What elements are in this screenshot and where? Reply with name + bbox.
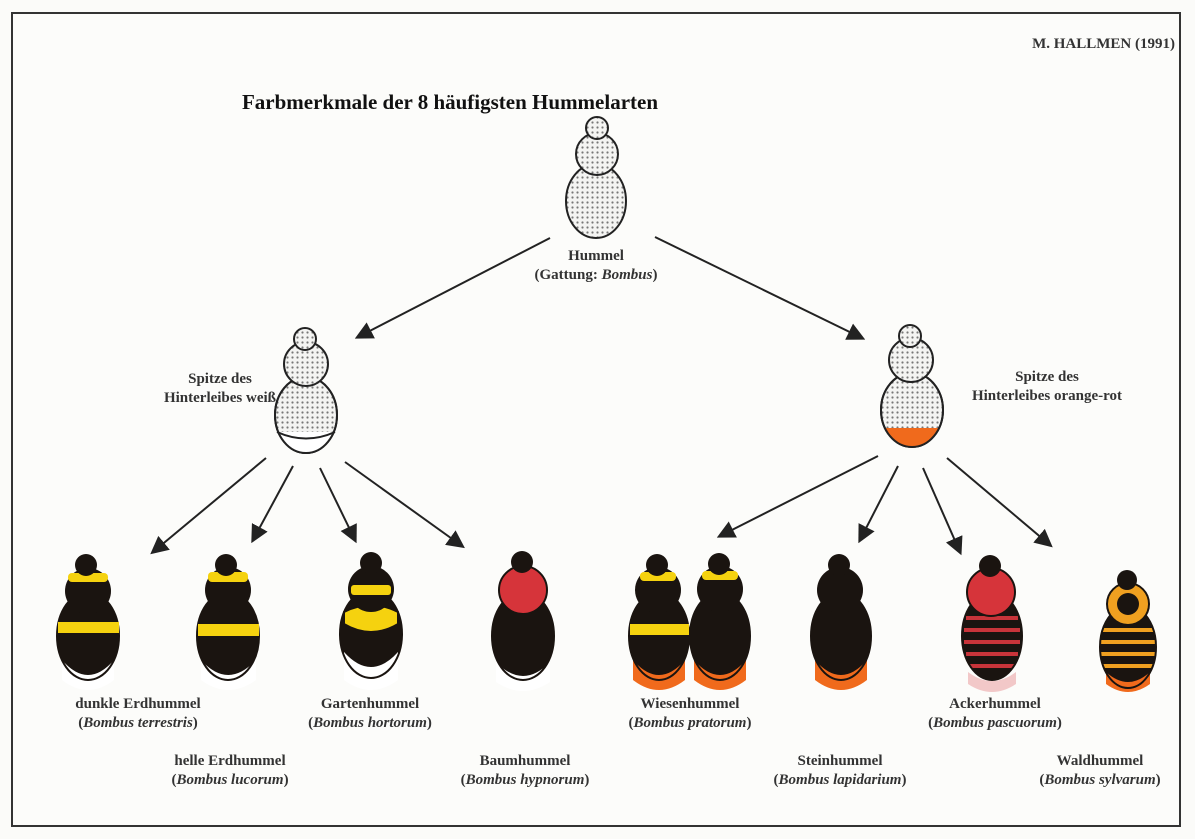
bee-pratorum-1	[629, 554, 689, 690]
arrow-left-4	[345, 462, 462, 546]
species-label-hortorum: Gartenhummel (Bombus hortorum)	[270, 695, 470, 733]
bee-sylvarum	[1100, 570, 1156, 692]
bee-hortorum	[340, 552, 402, 690]
bee-lapidarium	[811, 554, 871, 690]
species-label-lapidarium: Steinhummel (Bombus lapidarium)	[735, 752, 945, 790]
species-label-terrestris: dunkle Erdhummel (Bombus terrestris)	[38, 695, 238, 733]
arrow-right-3	[923, 468, 960, 552]
root-label: Hummel (Gattung: Bombus)	[486, 247, 706, 285]
bee-lucorum	[197, 554, 259, 690]
arrow-right-4	[947, 458, 1050, 545]
arrow-left-3	[320, 468, 355, 540]
bee-pratorum-2	[690, 553, 750, 690]
root-name: Hummel	[486, 247, 706, 266]
arrow-left-2	[253, 466, 293, 540]
diagram-title: Farbmerkmale der 8 häufigsten Hummelarte…	[0, 90, 900, 115]
species-label-pratorum: Wiesenhummel (Bombus pratorum)	[585, 695, 795, 733]
group-left-label: Spitze des Hinterleibes weiß	[140, 370, 300, 408]
arrow-right-2	[860, 466, 898, 540]
arrow-left-1	[153, 458, 266, 552]
bee-terrestris	[57, 554, 119, 690]
group-right-label: Spitze des Hinterleibes orange-rot	[937, 368, 1157, 406]
species-label-hypnorum: Baumhummel (Bombus hypnorum)	[425, 752, 625, 790]
arrow-right-1	[720, 456, 878, 536]
species-label-pascuorum: Ackerhummel (Bombus pascuorum)	[890, 695, 1100, 733]
bee-root	[566, 117, 626, 238]
bee-hypnorum	[492, 551, 554, 691]
root-genus: (Gattung: Bombus)	[486, 266, 706, 285]
species-label-sylvarum: Waldhummel (Bombus sylvarum)	[1020, 752, 1180, 790]
bee-pascuorum	[962, 555, 1022, 692]
author-credit: M. HALLMEN (1991)	[1032, 36, 1175, 53]
species-label-lucorum: helle Erdhummel (Bombus lucorum)	[130, 752, 330, 790]
